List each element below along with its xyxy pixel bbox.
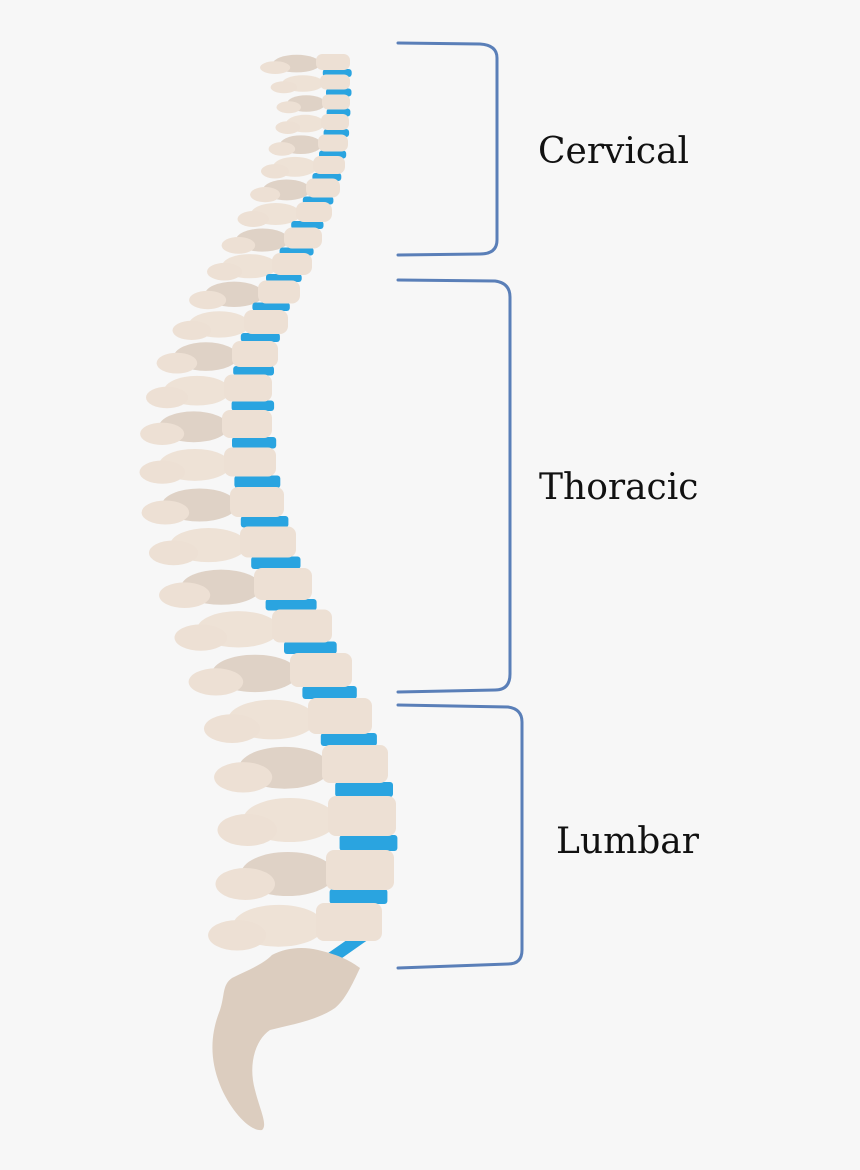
- vertebral-body: [328, 796, 396, 836]
- vertebral-body: [316, 54, 350, 70]
- vertebral-body: [306, 179, 340, 198]
- thoracic-bracket-icon: [398, 280, 510, 692]
- spinous-process: [214, 762, 272, 792]
- cervical-bracket-icon: [398, 43, 497, 255]
- intervertebral-disc: [252, 303, 289, 312]
- intervertebral-disc: [233, 366, 274, 376]
- vertebral-body: [313, 156, 345, 174]
- spinous-process: [276, 121, 301, 134]
- spinous-process: [271, 81, 298, 93]
- spinous-process: [189, 668, 244, 695]
- sacrum-coccyx: [212, 948, 360, 1130]
- thoracic-label: Thoracic: [539, 470, 698, 506]
- spinous-process: [142, 501, 190, 525]
- vertebral-body: [258, 281, 300, 304]
- spinous-process: [260, 61, 290, 74]
- vertebral-body: [244, 310, 288, 334]
- intervertebral-disc: [335, 782, 393, 797]
- spinous-process: [189, 291, 226, 309]
- spinous-process: [173, 321, 212, 340]
- vertebral-body: [272, 253, 312, 275]
- vertebral-body: [322, 95, 350, 110]
- spinous-process: [140, 461, 186, 484]
- vertebral-body: [321, 114, 349, 130]
- intervertebral-disc: [251, 557, 300, 570]
- vertebral-body: [316, 903, 382, 941]
- spinous-process: [140, 423, 184, 445]
- vertebral-body: [224, 375, 272, 402]
- vertebral-body: [272, 610, 332, 643]
- vertebral-body: [254, 568, 312, 600]
- vertebral-body: [224, 448, 276, 477]
- lumbar-label: Lumbar: [556, 824, 699, 860]
- spinous-process: [175, 624, 228, 650]
- spinous-process: [146, 387, 188, 409]
- intervertebral-disc: [284, 642, 337, 655]
- vertebral-body: [222, 410, 272, 438]
- spinous-process: [269, 142, 296, 156]
- intervertebral-disc: [340, 835, 398, 851]
- intervertebral-disc: [330, 889, 388, 904]
- intervertebral-disc: [241, 333, 280, 342]
- intervertebral-disc: [232, 401, 275, 412]
- intervertebral-disc: [234, 476, 280, 489]
- spinous-process: [277, 101, 302, 113]
- spinous-process: [250, 187, 280, 202]
- spinous-process: [216, 868, 276, 900]
- spinous-process: [208, 920, 266, 950]
- spinous-process: [218, 814, 278, 846]
- region-brackets: [398, 43, 522, 968]
- vertebral-body: [232, 341, 278, 367]
- vertebral-body: [320, 75, 350, 90]
- intervertebral-disc: [321, 733, 377, 746]
- spine-illustration-icon: [140, 54, 398, 1130]
- vertebral-body: [322, 745, 388, 783]
- vertebral-body: [308, 698, 372, 734]
- intervertebral-disc: [232, 437, 276, 449]
- spinous-process: [207, 263, 242, 281]
- spinous-process: [222, 237, 256, 254]
- vertebral-body: [290, 653, 352, 687]
- lumbar-bracket-icon: [398, 705, 522, 968]
- vertebral-body: [230, 487, 284, 517]
- vertebral-body: [284, 228, 322, 249]
- spinous-process: [149, 540, 198, 565]
- vertebral-body: [240, 527, 296, 558]
- vertebral-body: [326, 850, 394, 890]
- cervical-label: Cervical: [538, 134, 689, 170]
- vertebral-body: [318, 135, 348, 152]
- vertebral-body: [296, 202, 332, 222]
- spinous-process: [159, 582, 210, 608]
- intervertebral-disc: [302, 686, 356, 699]
- intervertebral-disc: [266, 599, 317, 611]
- spinous-process: [261, 164, 289, 178]
- spinous-process: [204, 714, 260, 743]
- spinous-process: [157, 353, 198, 374]
- intervertebral-disc: [241, 516, 289, 528]
- spinous-process: [238, 211, 270, 227]
